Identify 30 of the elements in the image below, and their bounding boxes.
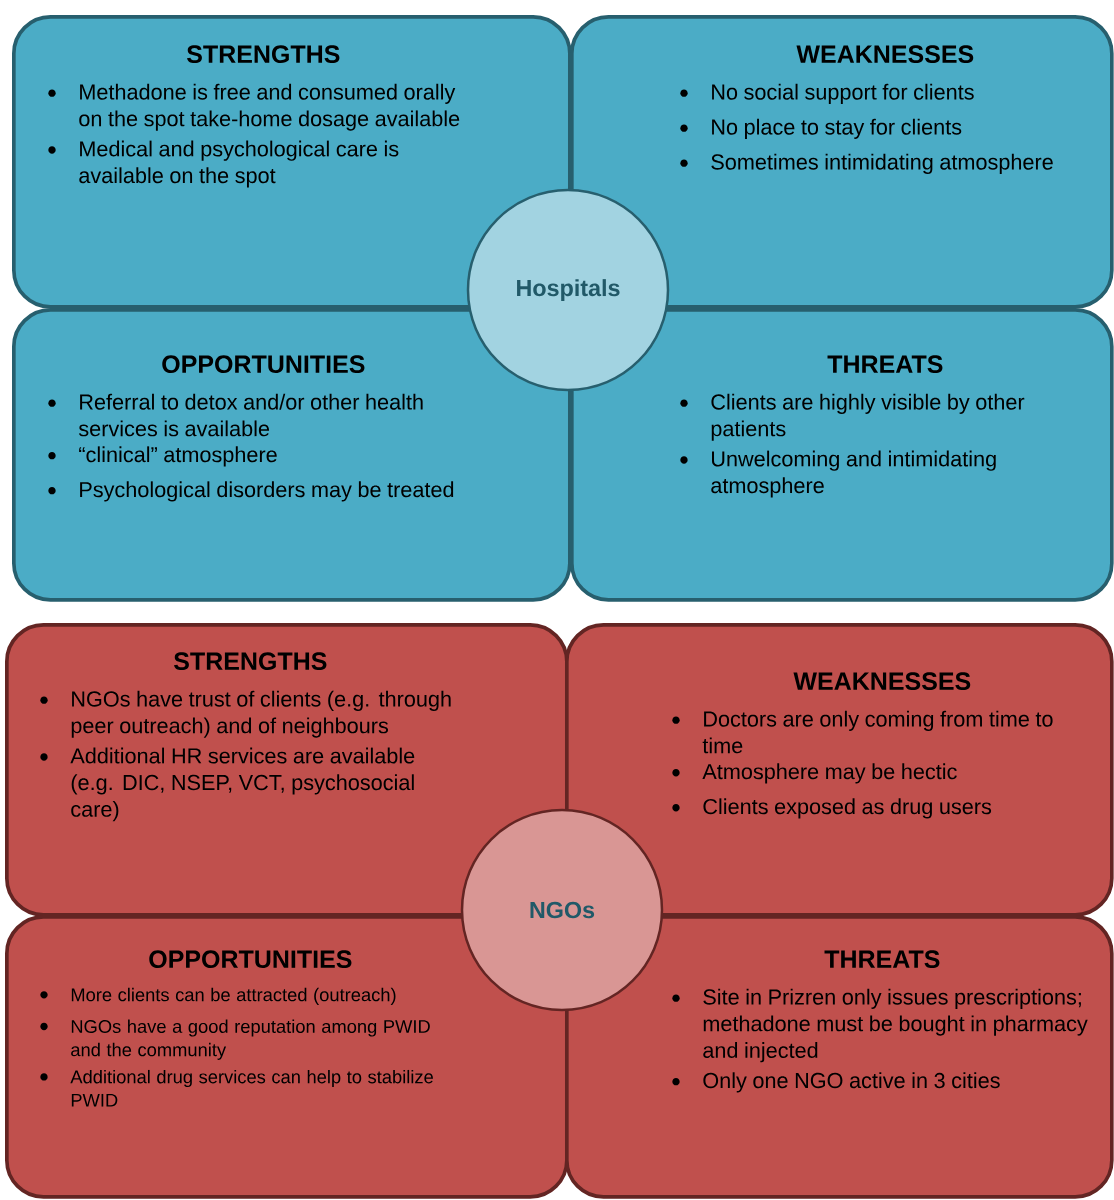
bullet-item: No social support for clients	[680, 83, 974, 104]
bullet-item: Unwelcoming and intimidating atmosphere	[680, 450, 996, 498]
bullet-item: Additional drug services can help to stabilize PWID	[40, 1069, 433, 1107]
swot-box	[570, 308, 1114, 602]
heading: OPPORTUNITIES	[149, 950, 352, 969]
bullet-item: Only one NGO active in 3 cities	[672, 1072, 1000, 1093]
bullet-item: Site in Prizren only issues prescriptions; methadone must be bought in pharmacy and injected	[672, 988, 1088, 1063]
bullet-item: Psychological disorders may be treated	[48, 481, 454, 502]
bullet-item: Medical and psychological care is available on the spot	[48, 140, 399, 188]
heading: OPPORTUNITIES	[162, 355, 365, 374]
bullet-item: NGOs have trust of clients (e.g. through peer outreach) and of neighbours	[40, 690, 451, 738]
heading: STRENGTHS	[186, 45, 340, 64]
bullet-item: Methadone is free and consumed orally on the spot take-home dosage available	[48, 83, 460, 131]
bullet-item: Clients are highly visible by other patients	[680, 393, 1025, 441]
heading: WEAKNESSES	[796, 45, 974, 64]
heading: STRENGTHS	[173, 652, 327, 671]
bullet-item: NGOs have a good reputation among PWID and the community	[40, 1019, 430, 1060]
bullet-item: Referral to detox and/or other health services is available	[48, 393, 423, 437]
bullet-item: Additional HR services are available (e.g. DIC, NSEP, VCT, psychosocial care)	[40, 747, 415, 822]
bullet-item: Doctors are only coming from time to time	[672, 710, 1053, 754]
heading: THREATS	[827, 355, 943, 374]
heading: WEAKNESSES	[793, 672, 971, 691]
heading: THREATS	[824, 950, 940, 969]
swot-box	[12, 308, 572, 602]
bullet-item: “clinical” atmosphere	[48, 446, 277, 467]
bullet-item: Atmosphere may be hectic	[672, 763, 957, 784]
bullet-item: Clients exposed as drug users	[672, 798, 992, 819]
bullet-item: More clients can be attracted (outreach)	[40, 987, 396, 1005]
bullet-item: Sometimes intimidating atmosphere	[680, 153, 1053, 174]
bullet-item: No place to stay for clients	[680, 118, 962, 139]
